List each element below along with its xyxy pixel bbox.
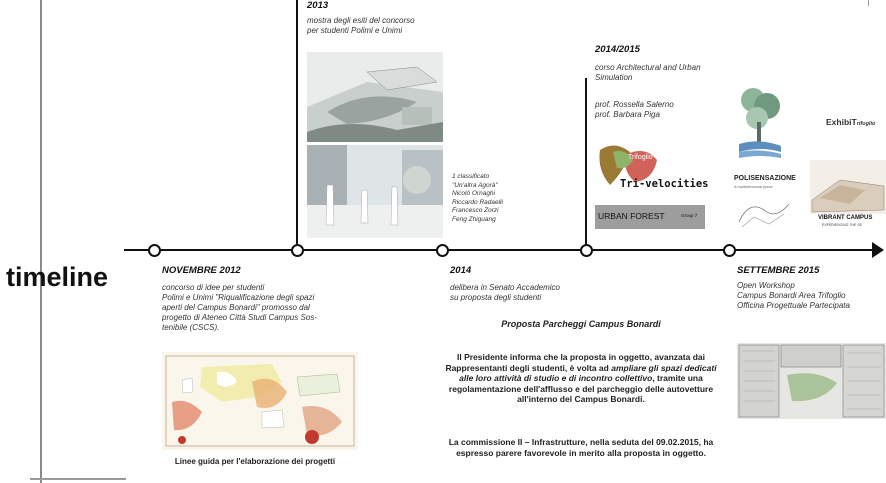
vibrant-campus-label: VIBRANT CAMPUS bbox=[818, 215, 873, 221]
caption-2012: Linee guida per l'elaborazione dei proge… bbox=[174, 457, 336, 466]
bottom-rule bbox=[30, 478, 126, 480]
desc-2013: mostra degli esiti del concorso per stud… bbox=[307, 16, 415, 35]
proposal-title: Proposta Parcheggi Campus Bonardi bbox=[501, 319, 661, 329]
profs-2014-2015: prof. Rossella Salerno prof. Barbara Pig… bbox=[595, 100, 674, 119]
timeline-title: timeline bbox=[6, 262, 109, 292]
timeline-axis bbox=[124, 249, 876, 251]
urban-forest-label: URBAN FOREST bbox=[598, 211, 665, 221]
timeline-node-2013 bbox=[291, 244, 304, 257]
trifoglio-label: Trifoglio bbox=[628, 154, 653, 161]
timeline-node-2014 bbox=[436, 244, 449, 257]
vibrant-campus-sub: EXPERIENCING THE SE bbox=[822, 223, 863, 227]
trivelocities-label: Tri-velocities bbox=[620, 178, 709, 190]
polisensazione-label: POLISENSAZIONE bbox=[734, 175, 796, 182]
tick-2014-2015 bbox=[585, 78, 587, 244]
date-2013: 2013 bbox=[307, 0, 329, 11]
render-image-top bbox=[307, 52, 443, 142]
group-label: Group 7 bbox=[681, 213, 698, 218]
render-image-bottom bbox=[307, 145, 443, 238]
winners-2013: 1 classificato "Un'altra Agorà" Nicolò O… bbox=[452, 173, 503, 223]
date-2014-2015: 2014/2015 bbox=[595, 44, 640, 55]
site-plan-2012 bbox=[162, 352, 358, 450]
tick-2013 bbox=[296, 0, 298, 244]
timeline-node-2015 bbox=[723, 244, 736, 257]
desc-2015: Open Workshop Campus Bonardi Area Trifog… bbox=[737, 281, 850, 310]
timeline-node-2014-2015 bbox=[580, 244, 593, 257]
polisensazione-sketch bbox=[734, 192, 794, 232]
vibrant-campus-graphic bbox=[810, 160, 886, 228]
date-2012: NOVEMBRE 2012 bbox=[162, 265, 241, 276]
proposal-paragraph-1: Il Presidente informa che la proposta in… bbox=[445, 352, 717, 404]
trifoglio-graphic bbox=[595, 140, 665, 190]
proposal-paragraph-2: La commissione II – Infrastrutture, nell… bbox=[448, 437, 714, 458]
corner-mark bbox=[868, 0, 869, 6]
date-2015: SETTEMBRE 2015 bbox=[737, 265, 820, 276]
exhibi-logo: ExhibiTrifoglio bbox=[826, 117, 876, 127]
timeline-arrow-icon bbox=[872, 242, 884, 258]
desc-2014-2015: corso Architectural and Urban Simulation bbox=[595, 63, 701, 82]
date-2014: 2014 bbox=[450, 265, 472, 276]
left-vertical-rule bbox=[40, 0, 42, 483]
workshop-plan-2015 bbox=[737, 343, 886, 419]
urban-forest-badge: URBAN FOREST Group 7 bbox=[595, 205, 705, 229]
polisensazione-sub: A multisensorial place bbox=[734, 184, 773, 189]
tree-graphic bbox=[735, 82, 785, 160]
desc-2012: concorso di idee per studenti Polimi e U… bbox=[162, 283, 317, 332]
timeline-node-2012 bbox=[148, 244, 161, 257]
desc-2014: delibera in Senato Accademico su propost… bbox=[450, 283, 560, 302]
